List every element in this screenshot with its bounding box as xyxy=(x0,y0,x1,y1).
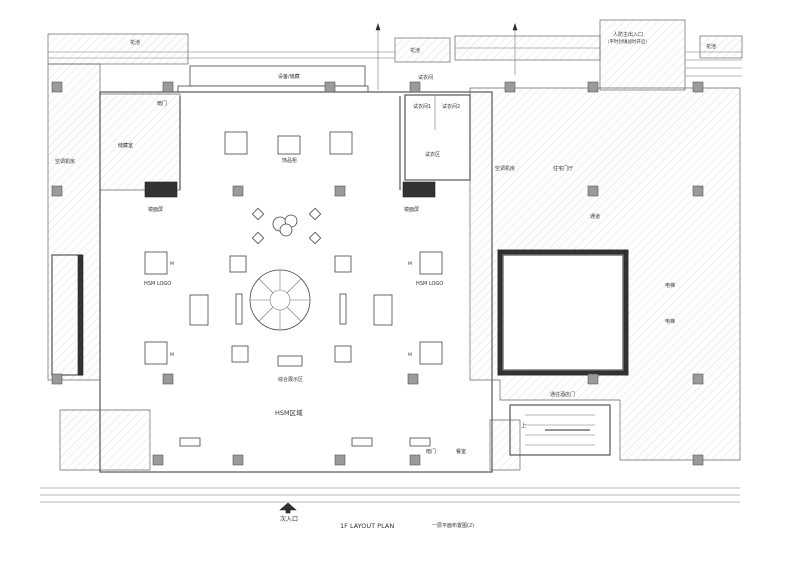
label-dark-door-top: 暗门 xyxy=(157,100,167,107)
label-fitting-room-2: 试衣间2 xyxy=(442,103,460,110)
plan-title: 1F LAYOUT PLAN xyxy=(340,522,394,530)
top-strip xyxy=(47,19,743,93)
label-fitting-area: 试衣区 xyxy=(425,151,440,158)
label-main-entrance: 人防主出入口 xyxy=(613,31,643,38)
label-ac-room-right: 空调机房 xyxy=(495,165,515,172)
label-residential-lobby: 住宅门厅 xyxy=(553,165,573,172)
columns xyxy=(51,81,704,466)
main-walls xyxy=(40,91,740,503)
label-jewelry-cabinet: 饰品柜 xyxy=(282,157,297,164)
label-dining: 餐室 xyxy=(456,448,466,455)
label-flower-bed-left: 花池 xyxy=(130,39,140,46)
label-ac-room-left: 空调机房 xyxy=(55,158,75,165)
label-mirror-screen-left: 镜面屏 xyxy=(148,206,163,213)
label-fitting-room: 试衣间 xyxy=(418,74,433,81)
label-hsm-logo-right: HSM LOGO xyxy=(416,281,443,287)
label-hsm-zone: HSM区域 xyxy=(275,408,303,417)
label-secondary-entrance: 次入口 xyxy=(280,515,298,523)
furniture xyxy=(144,23,518,514)
label-elevator-1: 电梯 xyxy=(665,282,675,289)
label-flower-bed-mid: 花池 xyxy=(410,47,420,54)
label-hotel-gate: 通往酒店门 xyxy=(550,391,575,398)
label-equipment-storage: 设备/储藏 xyxy=(278,73,300,80)
label-mirror-screen-right: 镜面屏 xyxy=(404,206,419,213)
label-display-area: 综合展示区 xyxy=(278,376,303,383)
label-fitting-room-1: 试衣间1 xyxy=(413,103,431,110)
label-dark-door-bottom: 暗门 xyxy=(426,448,436,455)
plan-subtitle: 一层平面布置图(2) xyxy=(432,522,474,529)
room-labels: 花池 设备/储藏 花池 试衣间 人防主出入口 （平时封填战时开启） 花池 暗门 … xyxy=(55,31,716,530)
label-m3: M xyxy=(170,352,174,358)
label-main-entrance-note: （平时封填战时开启） xyxy=(605,38,650,45)
label-corridor: 通道 xyxy=(590,213,600,220)
label-hsm-logo-left: HSM LOGO xyxy=(144,281,171,287)
label-elevator-2: 电梯 xyxy=(665,318,675,325)
label-flower-bed-right: 花池 xyxy=(706,43,716,50)
label-m2: M xyxy=(408,261,412,267)
label-m1: M xyxy=(170,261,174,267)
label-storage-room: 储藏室 xyxy=(118,142,133,149)
label-m4: M xyxy=(408,352,412,358)
label-stair-up: 上 xyxy=(521,422,526,429)
